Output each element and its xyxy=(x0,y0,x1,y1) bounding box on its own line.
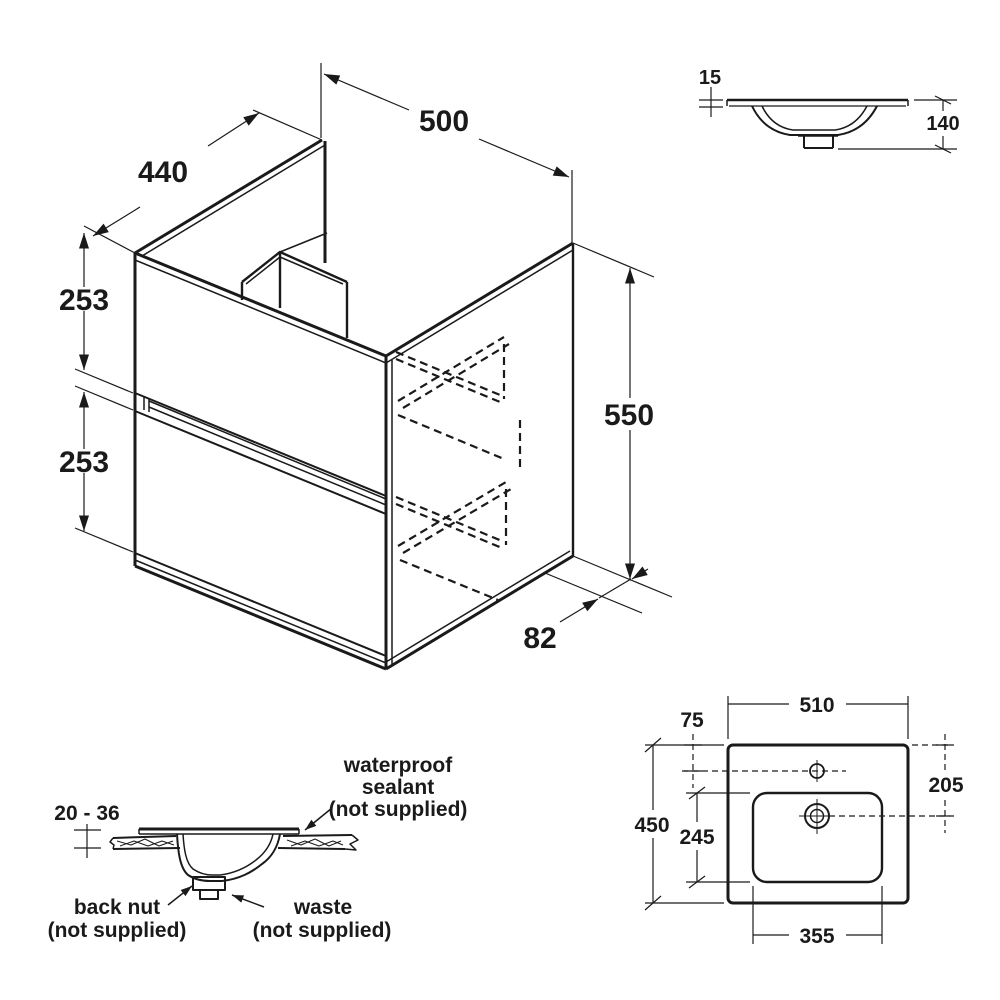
dim-15: 15 xyxy=(699,67,723,117)
dim-245: 245 xyxy=(679,786,750,889)
dim-355-label: 355 xyxy=(799,925,834,948)
basin-profile-outline xyxy=(726,98,909,149)
cabinet-outline xyxy=(133,138,575,671)
dim-550: 550 xyxy=(572,242,655,579)
dim-450: 450 xyxy=(634,737,724,911)
dim-510-label: 510 xyxy=(799,694,834,717)
waste-label-line1: waste xyxy=(293,896,352,919)
countertop-section xyxy=(109,834,359,851)
waste-label-line2: (not supplied) xyxy=(253,919,392,942)
dim-440-label: 440 xyxy=(138,156,188,189)
dim-75-label: 75 xyxy=(680,709,704,732)
back-nut-label-line2: (not supplied) xyxy=(48,919,187,942)
siphon-cutout-box xyxy=(240,232,349,338)
drawer-gap-detail xyxy=(134,392,387,515)
dim-550-label: 550 xyxy=(604,399,654,432)
basin-side-profile-view: 15 140 xyxy=(699,67,960,154)
sealant-label-line3: (not supplied) xyxy=(329,798,468,821)
dim-440: 440 xyxy=(83,109,323,254)
hidden-drawer-boxes xyxy=(395,336,522,602)
dim-75: 75 xyxy=(680,709,704,788)
back-nut-callout: back nut (not supplied) xyxy=(48,885,193,942)
back-nut-label-line1: back nut xyxy=(74,896,160,919)
dim-140-label: 140 xyxy=(926,113,959,135)
dim-205-label: 205 xyxy=(928,774,963,797)
dim-500: 500 xyxy=(320,63,573,244)
dim-253-upper: 253 xyxy=(59,233,134,394)
vanity-unit-isometric-view: 440 500 253 253 xyxy=(59,63,673,671)
sealant-label-line2: sealant xyxy=(362,776,434,799)
dim-245-label: 245 xyxy=(679,826,714,849)
dim-15-label: 15 xyxy=(699,67,721,89)
installation-section-view: 20 - 36 waterproof sealant (not supplied… xyxy=(48,754,468,942)
basin-plan-outline xyxy=(726,743,910,905)
dim-510: 510 xyxy=(727,694,909,739)
dim-500-label: 500 xyxy=(419,105,469,138)
basin-plan-view: 75 510 205 450 xyxy=(634,694,963,948)
waste-callout: waste (not supplied) xyxy=(231,894,392,942)
dim-140: 140 xyxy=(838,95,960,154)
dim-82: 82 xyxy=(523,555,673,655)
dim-20-36-label: 20 - 36 xyxy=(54,802,119,825)
sealant-callout: waterproof sealant (not supplied) xyxy=(304,754,468,831)
dim-253-lower: 253 xyxy=(59,385,134,553)
dim-450-label: 450 xyxy=(634,814,669,837)
dim-355: 355 xyxy=(752,886,883,948)
dim-253-lower-label: 253 xyxy=(59,446,109,479)
dim-20-36: 20 - 36 xyxy=(54,802,120,858)
basin-section xyxy=(138,827,300,900)
sealant-label-line1: waterproof xyxy=(343,754,454,777)
dim-205: 205 xyxy=(928,734,964,833)
dim-82-label: 82 xyxy=(523,622,556,655)
dim-253-upper-label: 253 xyxy=(59,284,109,317)
